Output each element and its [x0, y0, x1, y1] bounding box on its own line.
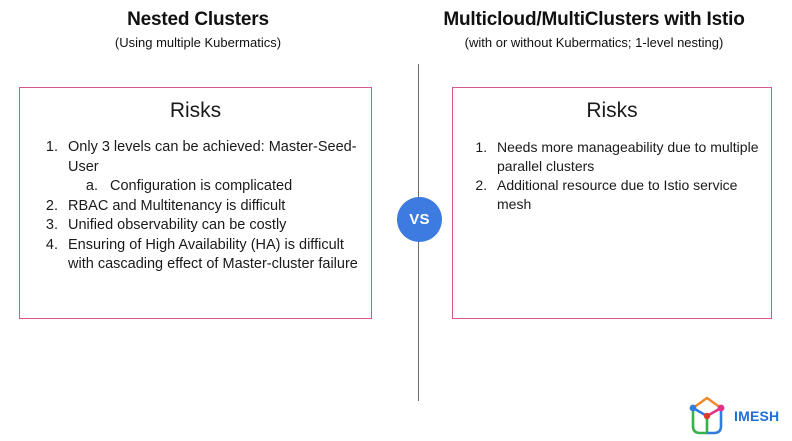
risk-item-text: Ensuring of High Availability (HA) is di… — [68, 236, 358, 273]
left-column-heading: Nested Clusters (Using multiple Kubermat… — [0, 8, 396, 52]
right-risks-list: Needs more manageability due to multiple… — [453, 138, 771, 214]
imesh-cube-icon — [689, 396, 725, 435]
imesh-logo-text: IMESH — [734, 408, 780, 424]
risk-item-text: RBAC and Multitenancy is difficult — [68, 197, 286, 214]
right-risks-heading: Risks — [586, 99, 638, 122]
left-column-subtitle: (Using multiple Kubermatics) — [114, 35, 282, 50]
right-risks-panel: Risks Needs more manageability due to mu… — [452, 87, 772, 319]
risk-item: Unified observability can be costly — [62, 216, 363, 236]
right-column-subtitle: (with or without Kubermatics; 1-level ne… — [464, 35, 724, 50]
imesh-logo: IMESH — [685, 394, 785, 438]
risk-item: Additional resource due to Istio service… — [491, 176, 763, 214]
risk-item: Ensuring of High Availability (HA) is di… — [62, 236, 363, 275]
left-column-title: Nested Clusters — [127, 9, 269, 30]
right-column-heading: Multicloud/MultiClusters with Istio (wit… — [396, 8, 792, 52]
left-risks-panel: Risks Only 3 levels can be achieved: Mas… — [19, 87, 372, 319]
risk-sub-item: Configuration is complicated — [102, 177, 363, 197]
risk-item-text: Needs more manageability due to multiple… — [497, 139, 759, 174]
vs-badge: VS — [397, 197, 442, 242]
risk-sub-list: Configuration is complicated — [68, 177, 363, 197]
right-column-title: Multicloud/MultiClusters with Istio — [443, 9, 745, 30]
left-risks-list: Only 3 levels can be achieved: Master-Se… — [20, 138, 371, 275]
risk-item-text: Only 3 levels can be achieved: Master-Se… — [68, 139, 357, 175]
left-risks-heading: Risks — [169, 99, 222, 122]
risk-item-text: Additional resource due to Istio service… — [497, 177, 738, 212]
risk-item-text: Unified observability can be costly — [68, 217, 287, 233]
risk-item: Needs more manageability due to multiple… — [491, 138, 763, 176]
risk-item: Only 3 levels can be achieved: Master-Se… — [62, 138, 363, 197]
risk-item: RBAC and Multitenancy is difficult — [62, 197, 363, 217]
